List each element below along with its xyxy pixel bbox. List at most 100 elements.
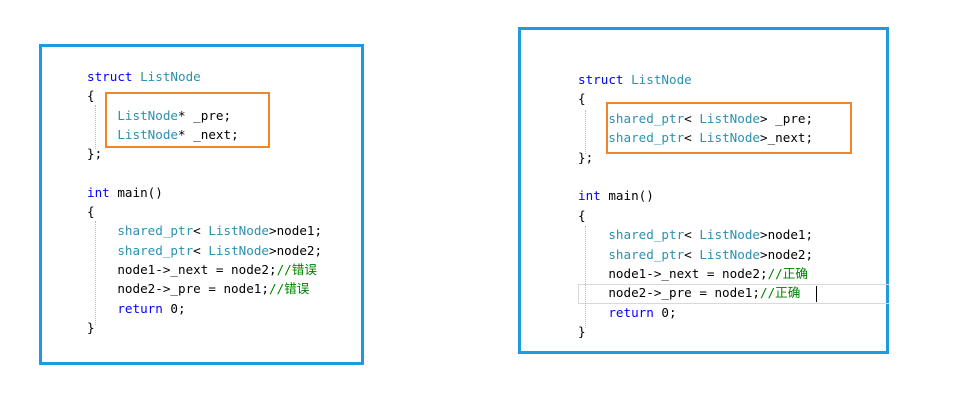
code-token: < <box>684 110 700 126</box>
code-token <box>87 223 117 238</box>
code-token <box>578 130 608 145</box>
code-line: return 0; <box>578 304 677 322</box>
code-token: ListNode <box>699 246 761 262</box>
code-token <box>578 247 608 262</box>
code-line: { <box>578 207 586 225</box>
code-line: shared_ptr< ListNode>node2; <box>578 246 813 264</box>
code-token: node2->_pre = node1; <box>87 281 269 297</box>
code-token: //正确 <box>767 266 808 281</box>
code-token: //错误 <box>276 262 317 277</box>
code-token: shared_ptr <box>117 223 194 239</box>
code-token: ListNode <box>208 242 270 258</box>
code-token: main() <box>117 184 163 200</box>
code-line: { <box>578 90 586 108</box>
code-token: int <box>578 188 609 204</box>
code-token: >node2; <box>760 246 814 262</box>
code-token: shared_ptr <box>608 227 685 243</box>
code-token: * _next; <box>178 126 239 142</box>
code-token: < <box>684 246 700 262</box>
code-token: node1->_next = node2; <box>87 262 277 277</box>
code-token: >_next; <box>760 130 814 146</box>
code-line: } <box>87 319 95 337</box>
code-line: node1->_next = node2;//错误 <box>87 261 317 279</box>
code-line: { <box>87 87 95 105</box>
code-token: >node2; <box>269 242 323 258</box>
code-token: >node1; <box>760 227 814 243</box>
left-highlight-box <box>105 92 270 148</box>
code-line: shared_ptr< ListNode>node1; <box>87 222 322 240</box>
code-line: int main() <box>578 187 654 205</box>
code-token: { <box>578 91 586 107</box>
code-token: ListNode <box>699 130 761 146</box>
code-token: return <box>608 304 662 320</box>
right-indent-guide-struct <box>585 110 586 154</box>
left-indent-guide-main <box>95 221 96 325</box>
code-line: shared_ptr< ListNode>_next; <box>578 129 813 147</box>
code-token: ListNode <box>208 223 270 239</box>
code-line: } <box>578 323 586 341</box>
code-token: { <box>87 204 95 220</box>
code-line: struct ListNode <box>578 71 692 89</box>
code-line: int main() <box>87 184 163 202</box>
code-token <box>578 111 608 126</box>
code-line: return 0; <box>87 300 185 318</box>
code-token: main() <box>608 188 654 204</box>
code-token: < <box>684 227 700 243</box>
code-token: } <box>578 324 586 340</box>
code-token <box>578 227 608 242</box>
code-token: struct <box>578 72 632 87</box>
text-caret <box>816 286 817 302</box>
code-token: 0; <box>661 304 677 320</box>
code-token: //正确 <box>759 285 801 301</box>
code-token <box>87 301 117 316</box>
right-indent-guide-main <box>585 226 586 328</box>
right-code-panel: struct ListNode{ shared_ptr< ListNode> _… <box>518 27 889 354</box>
code-token: ListNode <box>117 126 179 142</box>
code-line: }; <box>578 149 593 167</box>
current-line-highlight <box>578 284 889 304</box>
code-token: ListNode <box>140 69 201 84</box>
code-token: < <box>193 242 209 258</box>
code-token: node2->_pre = node1; <box>578 285 760 301</box>
code-line: struct ListNode <box>87 68 201 86</box>
code-line: shared_ptr< ListNode> _pre; <box>578 110 813 128</box>
code-token <box>578 305 608 320</box>
code-line: shared_ptr< ListNode>node2; <box>87 242 322 260</box>
right-code-editor[interactable]: struct ListNode{ shared_ptr< ListNode> _… <box>521 30 886 351</box>
code-token: * _pre; <box>178 107 232 123</box>
code-token: shared_ptr <box>117 242 194 258</box>
code-token: shared_ptr <box>608 110 685 126</box>
code-line: node2->_pre = node1;//错误 <box>87 280 309 298</box>
code-line: { <box>87 203 95 221</box>
code-token: ListNode <box>631 72 692 87</box>
code-token: int <box>87 184 118 200</box>
code-line: ListNode* _next; <box>87 126 239 144</box>
code-token: { <box>87 88 95 104</box>
code-token: shared_ptr <box>608 246 685 262</box>
code-token: shared_ptr <box>608 130 685 146</box>
left-code-editor[interactable]: struct ListNode{ ListNode* _pre; ListNod… <box>42 47 361 362</box>
code-token: < <box>684 130 700 146</box>
code-token: ListNode <box>117 107 179 123</box>
code-line: node1->_next = node2;//正确 <box>578 265 808 283</box>
code-token: >node1; <box>269 223 323 239</box>
code-token: struct <box>87 69 141 84</box>
code-token: node1->_next = node2; <box>578 266 768 281</box>
code-token: return <box>117 300 171 316</box>
code-token: }; <box>578 149 594 165</box>
code-line: node2->_pre = node1;//正确 <box>578 284 800 302</box>
code-token: < <box>193 223 209 239</box>
right-highlight-box <box>606 102 852 154</box>
left-indent-guide-struct <box>95 105 96 149</box>
code-token <box>87 243 117 258</box>
code-line: ListNode* _pre; <box>87 107 231 125</box>
code-token: { <box>578 207 586 223</box>
code-token: > _pre; <box>760 110 814 126</box>
code-token: } <box>87 319 95 335</box>
left-code-panel: struct ListNode{ ListNode* _pre; ListNod… <box>39 44 364 365</box>
code-line: }; <box>87 145 102 163</box>
code-token: }; <box>87 146 103 162</box>
code-line: shared_ptr< ListNode>node1; <box>578 226 813 244</box>
code-token: ListNode <box>699 227 761 243</box>
code-token: ListNode <box>699 110 761 126</box>
